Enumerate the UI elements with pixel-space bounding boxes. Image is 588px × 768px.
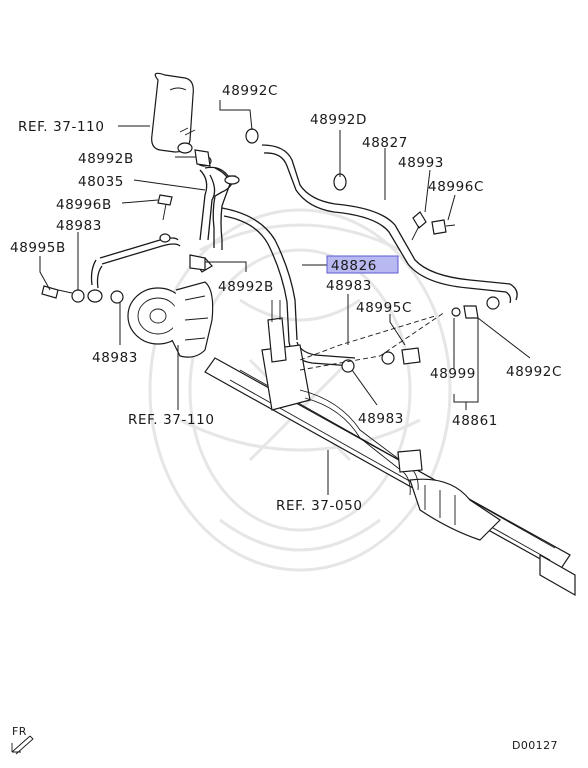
part-48992d-label: 48992D [310,112,367,128]
part-48826-label[interactable]: 48826 [331,258,377,274]
part-48995b-label: 48995B [10,240,66,256]
fr-label: FR [12,725,27,738]
part-48983-left-label: 48983 [56,218,102,234]
front-direction-arrow-icon [11,735,34,755]
return-hose-48827 [245,128,518,310]
part-48861-label: 48861 [452,413,498,429]
power-steering-pump [127,257,214,358]
part-48996c-label: 48996C [428,179,484,195]
part-48827-label: 48827 [362,135,408,151]
ref-37-110-top-label: REF. 37-110 [18,119,105,135]
part-48993-label: 48993 [398,155,444,171]
right-fittings [189,149,479,373]
part-48826-highlight [326,255,399,274]
part-48995c-label: 48995C [356,300,412,316]
part-48983-bottom-label: 48983 [358,411,404,427]
reservoir-tank [151,72,196,154]
part-48983-mid-label: 48983 [326,278,372,294]
part-48996b-label: 48996B [56,197,112,213]
watermark-emblem [148,208,452,572]
part-48992b-upper-label: 48992B [78,151,134,167]
diagram-code-label: D00127 [512,739,558,752]
ref-37-110-bottom-label: REF. 37-110 [128,412,215,428]
left-pipe-assembly [41,194,181,304]
steering-rack [204,300,576,597]
part-48983-lower-left-label: 48983 [92,350,138,366]
ref-37-050-label: REF. 37-050 [276,498,363,514]
leader-lines [39,100,531,495]
part-48999-label: 48999 [430,366,476,382]
part-48992b-lower-label: 48992B [218,279,274,295]
part-48992c-top-label: 48992C [222,83,278,99]
part-48992c-right-label: 48992C [506,364,562,380]
part-48035-label: 48035 [78,174,124,190]
